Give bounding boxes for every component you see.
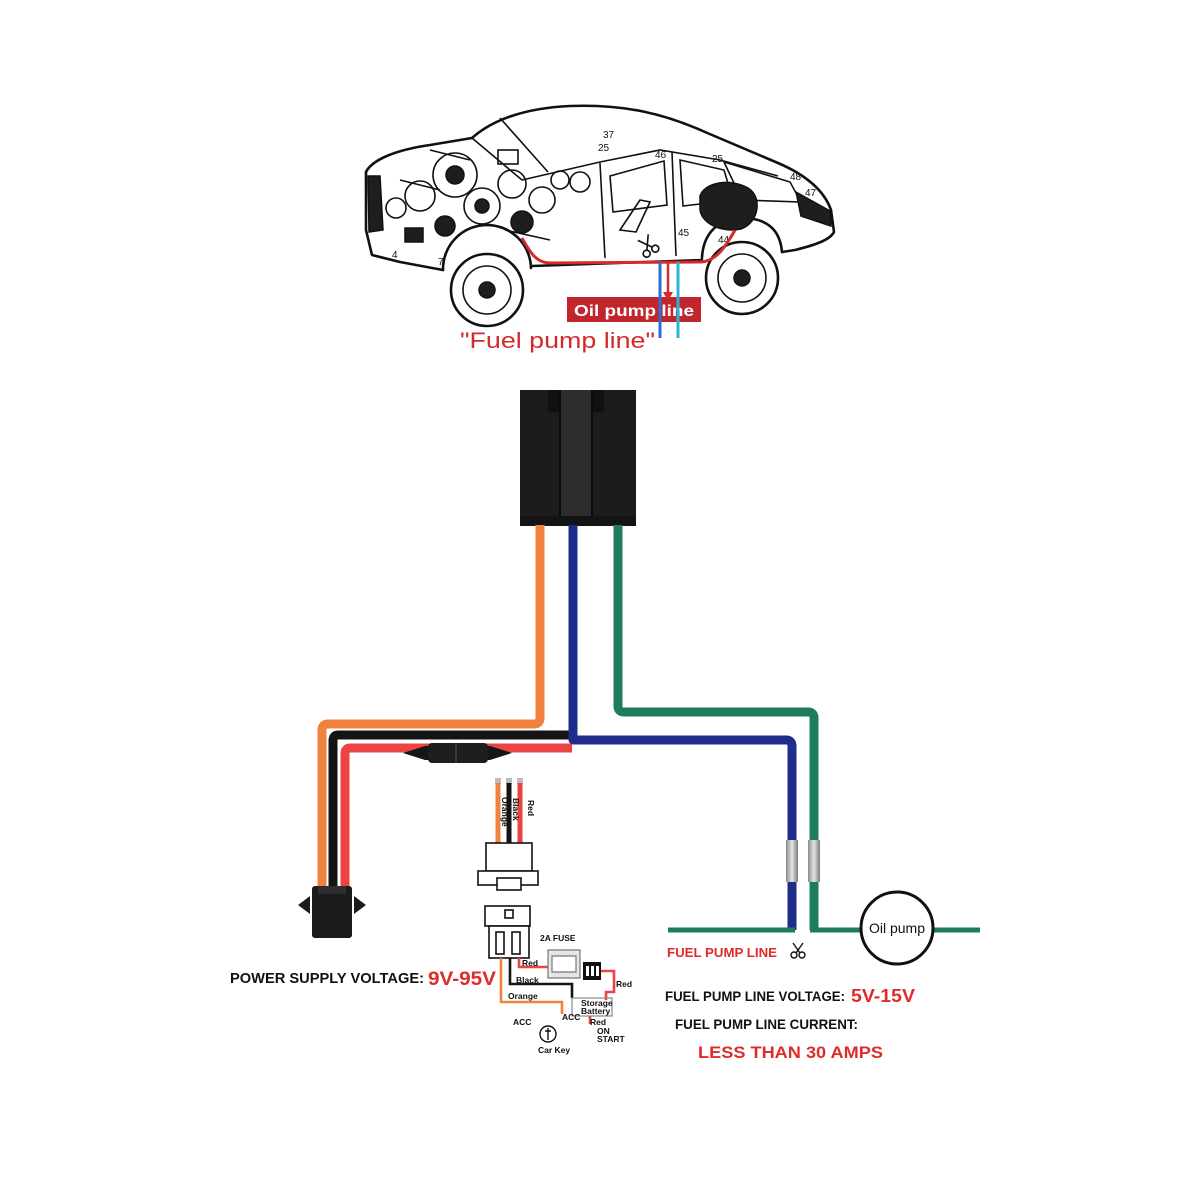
cut-arrow-head: [663, 292, 673, 301]
part-number: 25: [598, 143, 610, 154]
ignition-red-label: Red: [590, 1017, 606, 1027]
oil-pump-line-label: Oil pump line: [574, 303, 694, 320]
part-number: 7: [438, 257, 444, 268]
inset-red-label: Red: [526, 800, 536, 816]
car-fuel-line: [520, 229, 737, 265]
fuel-pump-line-label: FUEL PUMP LINE: [667, 945, 777, 960]
fuel-pump-current-value: LESS THAN 30 AMPS: [698, 1043, 883, 1062]
part-number: 25: [712, 154, 724, 165]
car-headlight: [367, 175, 384, 233]
navy-wire-splice: [786, 840, 798, 882]
fuel-pump-line-caption: "Fuel pump line": [460, 328, 655, 353]
inset-black-label: Black: [511, 798, 521, 821]
car-door-lines: [599, 151, 677, 259]
black-wire: [328, 730, 574, 888]
steering-wheel: [569, 171, 591, 193]
relay-module: [520, 390, 636, 526]
fuel-pump-voltage-value: 5V-15V: [851, 986, 915, 1006]
acc-label-left: ACC: [513, 1017, 531, 1027]
green-wire-splice: [808, 840, 820, 882]
battery-red-label: Red: [616, 979, 632, 989]
rear-wheel: [704, 240, 780, 316]
inset-orange-label: Orange: [500, 797, 510, 827]
battery-label: Battery: [581, 1006, 611, 1016]
part-number: 47: [805, 188, 817, 199]
storage-battery: [571, 997, 613, 1017]
fuel-pump-voltage-label: FUEL PUMP LINE VOLTAGE:: [665, 988, 845, 1004]
part-number: 37: [603, 130, 615, 141]
scissors-icon: [790, 942, 806, 959]
fuel-tank: [699, 181, 758, 231]
fuse-bracket: [547, 949, 581, 979]
part-number: 44: [718, 235, 730, 246]
car-seat: [618, 199, 652, 233]
navy-wire: [568, 525, 797, 930]
oil-pump-label: Oil pump: [869, 920, 925, 936]
fuse-label: 2A FUSE: [540, 933, 576, 943]
fuel-pump-current-label: FUEL PUMP LINE CURRENT:: [675, 1016, 858, 1032]
acc-label-right: ACC: [562, 1012, 580, 1022]
front-wheel: [449, 252, 525, 328]
connector-inset: Orange Black Red: [477, 778, 539, 891]
part-number: 48: [790, 172, 802, 183]
part-number: 46: [655, 150, 667, 161]
car-front-end: [364, 170, 445, 272]
inline-fuse-holder: [403, 743, 512, 763]
car-tail-light: [794, 190, 832, 228]
part-number-callouts: 37 25 46 25 48 47 45 44 4 7: [392, 130, 817, 268]
fuse-block: [583, 962, 601, 980]
inset-red-label: Red: [522, 958, 538, 968]
inset-red-run: [517, 958, 550, 969]
part-number: 45: [678, 228, 690, 239]
car-roof-inner: [521, 149, 779, 181]
inset-black-label: Black: [516, 975, 539, 985]
car-body-outline: [364, 104, 836, 254]
inset-battery-red-run: [601, 969, 616, 1000]
power-supply-voltage-label: POWER SUPPLY VOLTAGE:: [230, 970, 424, 987]
car-windshield: [471, 117, 549, 181]
storage-label: Storage: [581, 998, 613, 1008]
car-key-icon: [539, 1025, 557, 1043]
green-wire: [613, 525, 819, 930]
power-supply-voltage-value: 9V-95V: [428, 969, 496, 990]
power-connector: [298, 886, 366, 938]
red-wire: [340, 743, 572, 888]
car-key-label: Car Key: [538, 1045, 570, 1055]
inset-orange-run: [499, 958, 564, 1014]
car-illustration: 37 25 46 25 48 47 45 44 4 7 Oil pump lin…: [364, 104, 836, 353]
wiring-inset: 2A FUSE Red Black Orange Red Storage Bat…: [484, 905, 632, 1055]
ignition-on-label: ON: [597, 1026, 610, 1036]
engine-bay: [385, 149, 570, 243]
scissors-icon: [637, 234, 660, 258]
ignition-start-label: START: [597, 1034, 626, 1044]
specs: POWER SUPPLY VOLTAGE: 9V-95V FUEL PUMP L…: [230, 969, 915, 1062]
car-front-window: [609, 159, 668, 213]
oil-pump: Oil pump: [859, 890, 935, 966]
inset-orange-label: Orange: [508, 991, 538, 1001]
part-number: 4: [392, 250, 398, 261]
car-front-arch: [441, 223, 533, 272]
orange-wire: [317, 525, 545, 888]
inset-black-run: [508, 958, 574, 998]
